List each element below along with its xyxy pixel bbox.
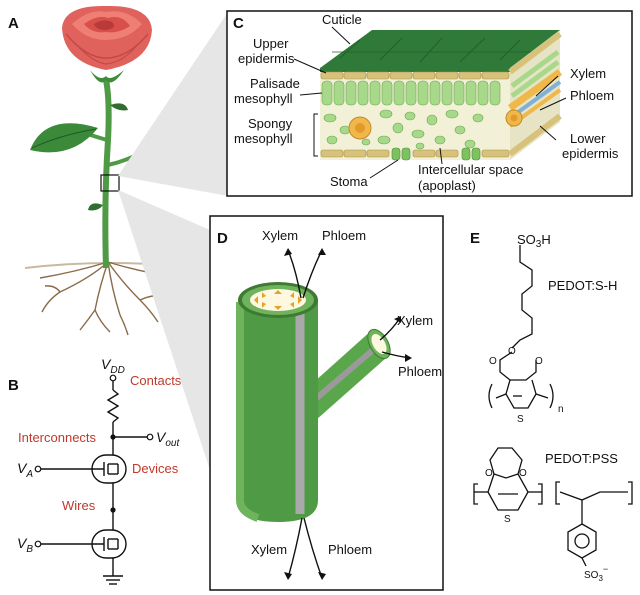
- label-devices: Devices: [132, 461, 179, 476]
- label-upper-epidermis-1: Upper: [253, 36, 289, 51]
- label-upper-epidermis-2: epidermis: [238, 51, 295, 66]
- label-pedot-sh: PEDOT:S-H: [548, 278, 617, 293]
- label-phloem-c: Phloem: [570, 88, 614, 103]
- sepals: [90, 70, 124, 83]
- pedot-pss-labels: O O S SO3−: [485, 468, 608, 583]
- leaf-block: [320, 30, 563, 161]
- pedot-sh-labels: SO3H PEDOT:S-H O O O S n: [489, 232, 617, 425]
- circuit-labels: VDD Contacts Interconnects Vout VA Devic…: [17, 356, 182, 555]
- label-xylem-d-bottom: Xylem: [251, 542, 287, 557]
- label-stoma: Stoma: [330, 174, 368, 189]
- label-contacts: Contacts: [130, 373, 182, 388]
- label-o-5: O: [519, 468, 527, 479]
- panel-label-b: B: [8, 377, 19, 394]
- label-xylem-d-top: Xylem: [262, 228, 298, 243]
- label-n: n: [558, 404, 564, 415]
- panel-label-d: D: [217, 230, 228, 247]
- lower-epidermis-cells: [320, 149, 510, 158]
- label-xylem-d-branch: Xylem: [397, 313, 433, 328]
- panel-label-c: C: [233, 15, 244, 32]
- pedot-sh-structure: [488, 245, 554, 409]
- label-phloem-d-branch: Phloem: [398, 364, 442, 379]
- label-o-2: O: [489, 356, 497, 367]
- stem-main: [238, 300, 318, 522]
- label-intercellular-1: Intercellular space: [418, 162, 524, 177]
- stem-3d: [236, 282, 391, 522]
- inset-box: [100, 174, 120, 192]
- vascular-ring: [254, 290, 302, 310]
- cuticle-surface: [320, 30, 560, 68]
- label-o-3: O: [535, 356, 543, 367]
- stem: [102, 79, 112, 269]
- label-vout: Vout: [156, 429, 180, 449]
- upper-epidermis-cells: [320, 71, 510, 80]
- label-vdd: VDD: [101, 356, 125, 376]
- label-spongy-1: Spongy: [248, 116, 293, 131]
- label-pedot-pss: PEDOT:PSS: [545, 451, 618, 466]
- label-spongy-2: mesophyll: [234, 131, 293, 146]
- label-palisade-1: Palisade: [250, 76, 300, 91]
- panel-label-e: E: [470, 230, 480, 247]
- pedot-pss-structure: [473, 447, 633, 567]
- panel-c-labels: Cuticle Upper epidermis Palisade mesophy…: [234, 12, 619, 193]
- panel-d-arrowheads: [284, 248, 412, 580]
- spongy-cells: [323, 109, 484, 150]
- label-intercellular-2: (apoplast): [418, 178, 476, 193]
- label-o-1: O: [508, 346, 516, 357]
- label-wires: Wires: [62, 498, 96, 513]
- panel-c-leaders: [293, 26, 567, 179]
- label-palisade-2: mesophyll: [234, 91, 293, 106]
- label-cuticle: Cuticle: [322, 12, 362, 27]
- label-phloem-d-bottom: Phloem: [328, 542, 372, 557]
- circuit: [40, 378, 148, 585]
- label-lower-epidermis-2: epidermis: [562, 146, 619, 161]
- label-lower-epidermis-1: Lower: [570, 131, 606, 146]
- projection-to-c: [118, 12, 228, 196]
- label-interconnects: Interconnects: [18, 430, 97, 445]
- resistor: [106, 389, 120, 423]
- leaf-left: [30, 123, 98, 153]
- label-so3h: SO3H: [517, 232, 551, 250]
- panel-label-a: A: [8, 15, 19, 32]
- label-o-4: O: [485, 468, 493, 479]
- label-s-2: S: [504, 514, 511, 525]
- label-phloem-d-top: Phloem: [322, 228, 366, 243]
- palisade-cells: [321, 80, 501, 106]
- label-va: VA: [17, 460, 33, 480]
- vascular-bundle: [348, 116, 372, 140]
- label-vb: VB: [17, 535, 33, 555]
- label-s-1: S: [517, 414, 524, 425]
- stoma: [391, 147, 481, 161]
- panel-d-labels: Xylem Phloem Xylem Phloem Xylem Phloem: [251, 228, 442, 557]
- label-xylem-c: Xylem: [570, 66, 606, 81]
- projection-to-d: [118, 190, 210, 470]
- label-so3: SO3−: [584, 564, 608, 583]
- circuit-nodes: [34, 374, 154, 548]
- rose-bloom: [62, 5, 152, 70]
